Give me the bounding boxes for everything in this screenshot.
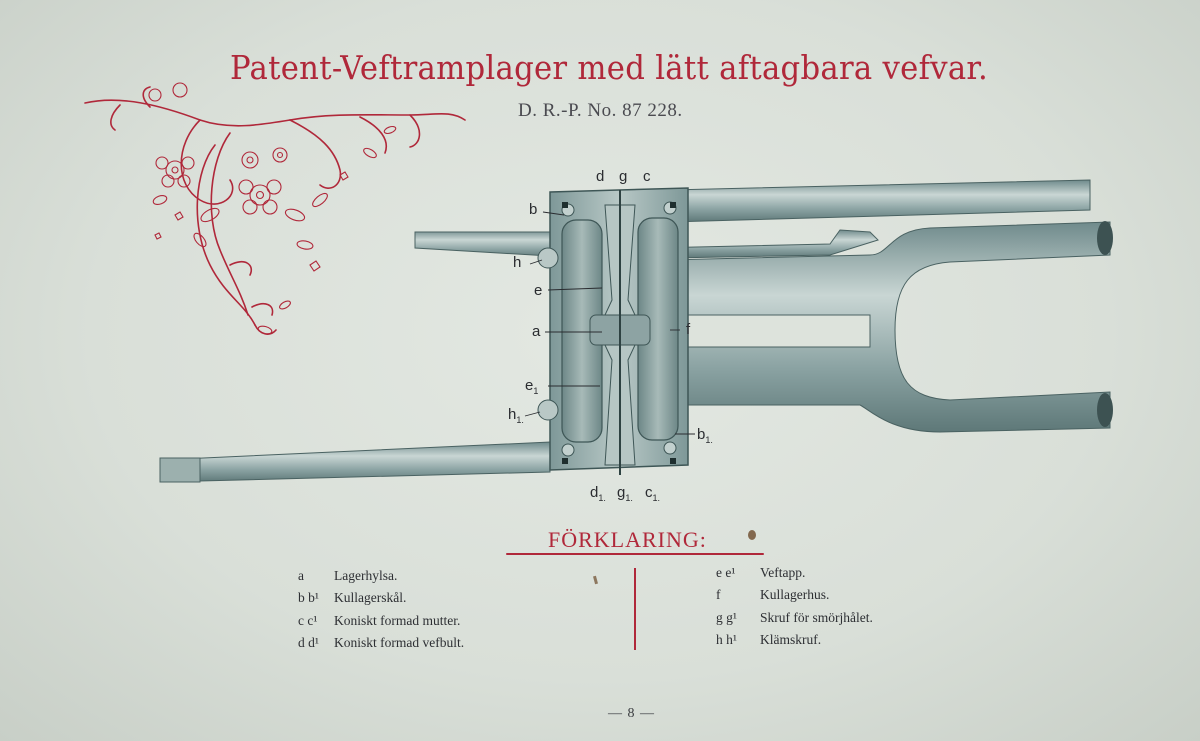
page-number: — 8 — <box>608 706 655 721</box>
callout-b1: b1. <box>697 426 713 445</box>
callout-d: d <box>596 168 605 185</box>
callout-d1: d1. <box>590 484 606 503</box>
legend-underline <box>506 553 764 555</box>
callout-a: a <box>532 323 541 340</box>
callout-h1: h1. <box>508 406 524 425</box>
callout-c1: c1. <box>645 484 661 503</box>
legend-divider <box>634 568 636 650</box>
ink-mark <box>593 575 598 585</box>
callout-g: g <box>619 168 628 185</box>
callout-e: e <box>534 282 543 299</box>
callout-e1: e1 <box>525 377 539 396</box>
callout-g1: g1. <box>617 484 633 503</box>
page-title: Patent-Veftramplager med lätt aftagbara … <box>230 48 989 87</box>
legend-title: FÖRKLARING: <box>548 527 707 552</box>
floral-ornament <box>84 82 466 335</box>
crank-bearing-drawing <box>159 179 1113 483</box>
callout-h: h <box>513 254 522 271</box>
callout-b: b <box>529 201 538 218</box>
ink-blot <box>748 530 756 540</box>
callout-c: c <box>643 168 651 185</box>
callout-f: f <box>686 321 691 338</box>
patent-number: D. R.-P. No. 87 228. <box>518 100 683 121</box>
